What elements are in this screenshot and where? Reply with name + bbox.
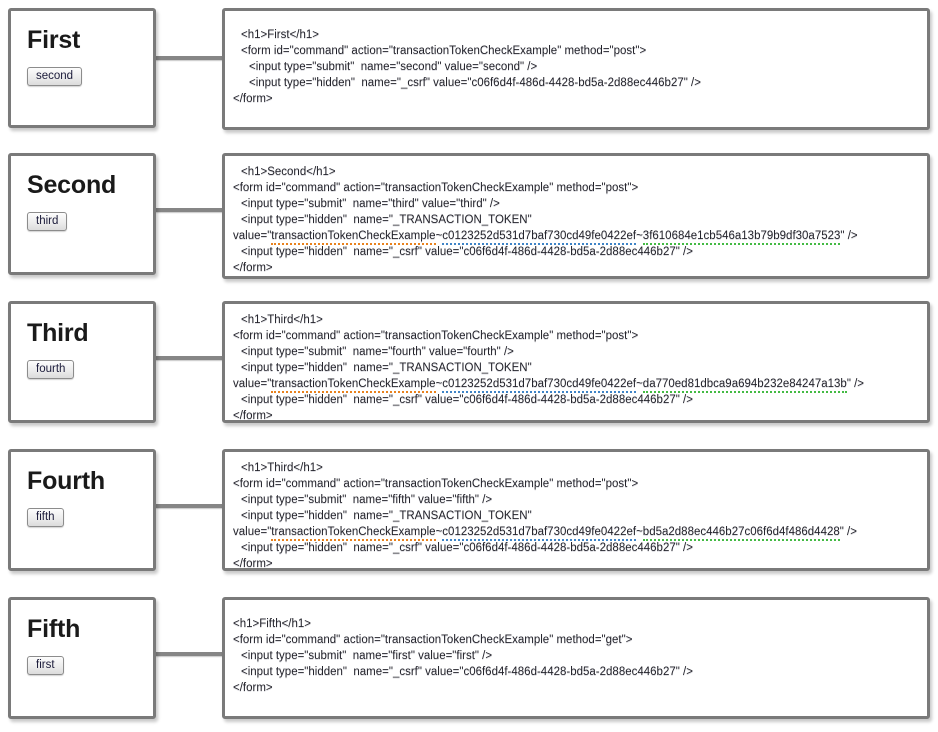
token-value: 3f610684e1cb546a13b79b9df30a7523 (642, 230, 841, 245)
transaction-token-line: value="transactionTokenCheckExample~c012… (233, 376, 921, 393)
token-namespace: transactionTokenCheckExample (271, 378, 436, 393)
token-key: c0123252d531d7baf730cd49fe0422ef (442, 230, 637, 245)
token-separator-1: ~ (435, 230, 443, 242)
code-line: </form> (233, 410, 273, 422)
token-value: bd5a2d88ec446b27c06f6d4f486d4428 (642, 526, 840, 541)
page-box: First second (8, 8, 156, 128)
code-line: <h1>Second</h1> (241, 166, 336, 178)
source-box: <h1>Second</h1> <form id="command" action… (222, 153, 930, 279)
token-separator-2: ~ (636, 230, 643, 242)
code-line: <input type="submit" name="fourth" value… (241, 346, 514, 358)
token-separator-2: ~ (636, 378, 643, 390)
page-box: Fourth fifth (8, 449, 156, 571)
code-line: <input type="hidden" name="_TRANSACTION_… (241, 362, 532, 374)
html-source-snippet: <h1>Second</h1> <form id="command" action… (225, 156, 927, 284)
page-title: First (27, 26, 81, 54)
token-suffix: " /> (840, 230, 858, 242)
transaction-token-line: value="transactionTokenCheckExample~c012… (233, 228, 921, 245)
code-line: <form id="command" action="transactionTo… (233, 478, 639, 490)
token-prefix: value=" (233, 526, 272, 538)
code-line: <form id="command" action="transactionTo… (233, 182, 639, 194)
code-line: <h1>First</h1> (241, 29, 319, 41)
submit-button-fourth[interactable]: fourth (27, 360, 75, 380)
token-prefix: value=" (233, 378, 272, 390)
submit-button-third[interactable]: third (27, 212, 68, 232)
token-key: c0123252d531d7baf730cd49fe0422ef (442, 378, 637, 393)
code-line: <h1>Fifth</h1> (233, 618, 312, 630)
page-box: Fifth first (8, 597, 156, 719)
token-suffix: " /> (839, 526, 857, 538)
code-line: <input type="submit" name="first" value=… (241, 650, 493, 662)
token-key: c0123252d531d7baf730cd49fe0422ef (442, 526, 637, 541)
code-line: <input type="hidden" name="_csrf" value=… (241, 542, 693, 554)
html-source-snippet: <h1>Third</h1> <form id="command" action=… (225, 304, 927, 432)
connector-line (156, 208, 224, 212)
token-prefix: value=" (233, 230, 272, 242)
connector-line (156, 56, 224, 60)
code-line: <input type="hidden" name="_TRANSACTION_… (241, 510, 532, 522)
html-source-snippet: <h1>Third</h1> <form id="command" action=… (225, 452, 927, 580)
code-line: <input type="submit" name="third" value=… (241, 198, 500, 210)
html-source-snippet: <h1>Fifth</h1> <form id="command" action=… (225, 600, 927, 704)
page-title: Second (27, 171, 117, 199)
token-separator-2: ~ (636, 526, 643, 538)
source-box: <h1>Third</h1> <form id="command" action=… (222, 301, 930, 423)
code-line: <input type="hidden" name="_csrf" value=… (241, 666, 693, 678)
page-title: Third (27, 319, 89, 347)
connector-line (156, 652, 224, 656)
source-box: <h1>Fifth</h1> <form id="command" action=… (222, 597, 930, 719)
code-line: </form> (233, 93, 273, 105)
code-line: <input type="hidden" name="_csrf" value=… (249, 77, 701, 89)
code-line: </form> (233, 262, 273, 274)
code-line: <form id="command" action="transactionTo… (241, 45, 647, 57)
connector-line (156, 356, 224, 360)
code-line: <input type="hidden" name="_csrf" value=… (241, 394, 693, 406)
token-suffix: " /> (846, 378, 865, 390)
submit-button-fifth[interactable]: fifth (27, 508, 64, 528)
page-box: Second third (8, 153, 156, 275)
code-line: </form> (233, 558, 273, 570)
transaction-token-line: value="transactionTokenCheckExample~c012… (233, 524, 921, 541)
code-line: <input type="submit" name="fifth" value=… (241, 494, 493, 506)
code-line: <form id="command" action="transactionTo… (233, 330, 639, 342)
code-line: <input type="hidden" name="_TRANSACTION_… (241, 214, 532, 226)
code-line: </form> (233, 682, 273, 694)
submit-button-first[interactable]: first (27, 656, 64, 676)
token-separator-1: ~ (435, 526, 443, 538)
page-box: Third fourth (8, 301, 156, 423)
html-source-snippet: <h1>First</h1> <form id="command" action=… (225, 11, 927, 115)
page-title: Fifth (27, 615, 81, 643)
code-line: <h1>Third</h1> (241, 462, 323, 474)
token-separator-1: ~ (435, 378, 443, 390)
token-namespace: transactionTokenCheckExample (271, 526, 436, 541)
token-value: da770ed81dbca9a694b232e84247a13b (642, 378, 847, 393)
submit-button-second[interactable]: second (27, 67, 83, 87)
connector-line (156, 504, 224, 508)
page-title: Fourth (27, 467, 105, 495)
code-line: <input type="submit" name="second" value… (249, 61, 538, 73)
code-line: <input type="hidden" name="_csrf" value=… (241, 246, 693, 258)
token-namespace: transactionTokenCheckExample (271, 230, 436, 245)
source-box: <h1>Third</h1> <form id="command" action=… (222, 449, 930, 571)
code-line: <form id="command" action="transactionTo… (233, 634, 633, 646)
code-line: <h1>Third</h1> (241, 314, 323, 326)
source-box: <h1>First</h1> <form id="command" action=… (222, 8, 930, 130)
